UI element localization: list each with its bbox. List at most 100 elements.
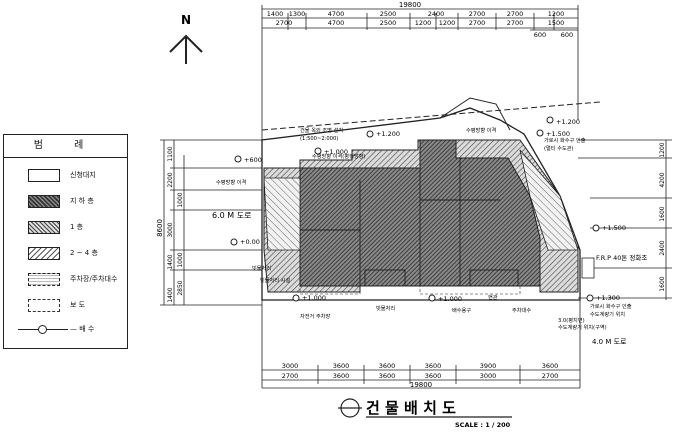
level-marker: +1.200	[546, 116, 580, 126]
septic-label: F.R.P 40톤 정화조	[596, 253, 647, 262]
legend-label: 신청대지	[70, 171, 96, 179]
dim-label: 3000	[167, 222, 174, 237]
bottom-dimensions	[261, 300, 581, 389]
dim-left-total: 8600	[156, 219, 164, 237]
dim-bottom-row2: 2700 3600 3600 3600 3000 2700	[282, 372, 559, 380]
level-text: +1.200	[556, 118, 580, 126]
note: 배수용구	[452, 306, 471, 314]
level-text: +1.300	[596, 294, 620, 302]
top-dimensions	[261, 5, 579, 140]
north-arrow: N	[169, 13, 203, 64]
level-marker: +1.500	[536, 129, 570, 138]
level-text: +1.000	[438, 295, 462, 303]
note: 가로시 화수구 인출	[544, 136, 586, 144]
dim-label: 1200	[659, 142, 666, 157]
dim-label: 2700	[542, 372, 559, 380]
dim-label: 1400	[167, 287, 174, 302]
level-text: +1.500	[602, 224, 626, 232]
drain-line-symbol	[18, 325, 68, 334]
note: 주차대수	[512, 306, 531, 314]
legend-box: 범 례 신청대지 지 하 층 1 층 2 ~ 4 층 주차장/주차대수 보 도 …	[3, 134, 128, 349]
level-marker: +1.000	[428, 294, 462, 303]
legend-item: 2 ~ 4 층	[4, 243, 127, 265]
dim-label: 1200	[548, 10, 565, 18]
legend-item: 주차장/주차대수	[4, 269, 127, 291]
north-boundary-dashed	[261, 101, 601, 131]
level-text: +0.00	[240, 238, 260, 246]
dim-label: 2400	[659, 240, 666, 255]
dim-bottom-row1: 3000 3600 3600 3600 3900 3600	[282, 362, 559, 370]
legend-title: 범 례	[4, 135, 127, 158]
north-label: N	[181, 13, 191, 27]
note: 현관	[488, 293, 498, 301]
parking-area	[299, 285, 521, 295]
dim-label: 3000	[282, 362, 299, 370]
legend-swatch	[28, 195, 60, 208]
note: 수평방향 이격	[216, 178, 247, 186]
legend-label: 2 ~ 4 층	[70, 249, 98, 257]
interior-lines	[300, 158, 519, 287]
dim-top-row1: 1400 1300 4700 2500 2400 2700 2700 1200	[267, 10, 565, 18]
dim-label: 1200	[439, 19, 456, 27]
level-text: +1.000	[302, 294, 326, 302]
note: 3.0(평지면)	[558, 316, 585, 324]
dim-label: 3600	[379, 372, 396, 380]
note: 가로시 화수구 인출	[590, 302, 632, 310]
dim-label: 2850	[177, 280, 184, 295]
dim-label: 3600	[333, 362, 350, 370]
dim-label: 2500	[380, 19, 397, 27]
dim-label: 2700	[469, 10, 486, 18]
legend-item: 지 하 층	[4, 191, 127, 213]
dim-label: 4200	[659, 172, 666, 187]
dim-label: 1600	[659, 206, 666, 221]
dim-label: 3900	[480, 362, 497, 370]
dim-label: 600	[534, 31, 546, 39]
dim-label: 1200	[415, 19, 432, 27]
note: 수평방향 이격(평행방향)	[312, 152, 365, 160]
legend-swatch	[28, 299, 60, 312]
note: 건물 옥외 조명 설치	[300, 126, 343, 134]
level-text: +600	[244, 156, 262, 164]
road-south-label: 4.0 M 도로	[592, 338, 627, 346]
level-marker: +0.00	[230, 238, 260, 246]
legend-swatch	[28, 247, 60, 260]
note: (멀티 수도관)	[544, 144, 574, 152]
level-text: +1.000	[324, 148, 348, 156]
level-text: +1.200	[376, 130, 400, 138]
legend-item: 신청대지	[4, 165, 127, 187]
dim-label: 4700	[328, 10, 345, 18]
north-boundary-notch	[439, 97, 511, 131]
dim-label: 3600	[379, 362, 396, 370]
legend-swatch	[28, 221, 60, 234]
dim-label: 3600	[425, 362, 442, 370]
left-dimensions	[160, 139, 262, 306]
drawing-title: 건 물 배 치 도 SCALE : 1 / 200	[338, 398, 512, 429]
dim-label: 2200	[167, 172, 174, 187]
dim-label: 2400	[428, 10, 445, 18]
note: (1:500~2:000)	[300, 136, 338, 142]
dim-label: 3600	[333, 372, 350, 380]
note: 자전거 주차장	[300, 312, 331, 320]
right-dimensions	[578, 139, 672, 300]
drawing-scale: SCALE : 1 / 200	[455, 421, 511, 429]
level-marker: +600	[234, 155, 262, 164]
level-text: +1.500	[546, 130, 570, 138]
dim-label: 600	[561, 31, 573, 39]
dim-label: 1000	[177, 252, 184, 267]
dim-label: 3000	[480, 372, 497, 380]
dim-label: 1400	[167, 254, 174, 269]
legend-swatch	[28, 169, 60, 182]
level-markers: +1.200 +1.500 +1.000 +0.00 +1.500 +1.300…	[230, 116, 626, 303]
note: 빗물처리	[252, 264, 271, 272]
road-west-label: 6.0 M 도로	[212, 211, 251, 220]
dim-label: 1500	[548, 19, 565, 27]
level-marker: +1.000	[314, 147, 348, 156]
site-boundary	[261, 107, 581, 301]
legend-label: 1 층	[70, 223, 84, 231]
west-wing-area	[263, 177, 301, 251]
legend-label: 보 도	[70, 301, 86, 309]
dim-left-labels: 1100 2200 1000 3000 1000 1400 2850 1400	[167, 146, 184, 302]
dim-right-labels: 1200 4200 1600 2400 1600	[659, 142, 666, 291]
dim-label: 2700	[282, 372, 299, 380]
